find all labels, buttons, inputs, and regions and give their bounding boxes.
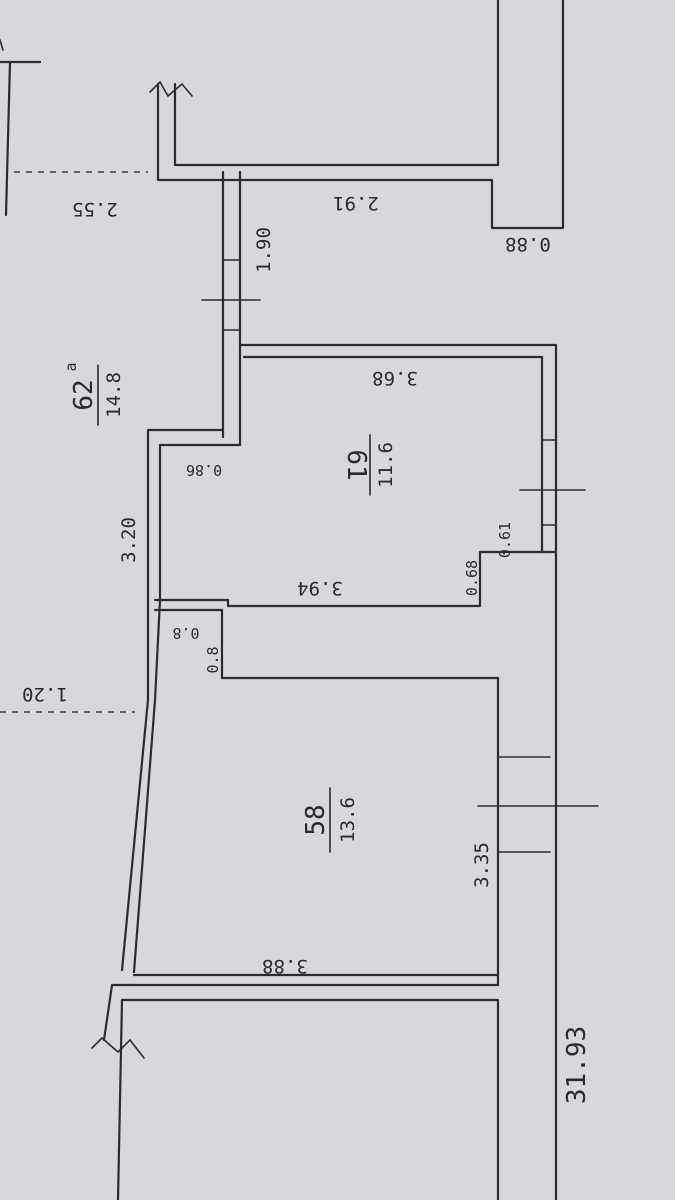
room-a-area-fraction: 62 a 14.8 [62,362,125,426]
label-dim-3-88: 3.88 [262,955,308,977]
label-dim-0-8-b: 0.8 [204,646,222,673]
room-58-subarea: 13.6 [337,797,359,843]
label-dim-3-94: 3.94 [297,577,343,599]
label-dim-3-35: 3.35 [471,842,493,888]
label-dim-3-20: 3.20 [118,517,140,563]
room-a-mark: a [62,362,80,371]
label-dim-0-8-a: 0.8 [172,624,199,642]
room-a-area: 62 [69,379,99,410]
partition-wall [153,598,230,608]
room-61-subarea: 11.6 [375,442,397,488]
top-left-fragment-vert [4,60,12,217]
walls [0,0,599,1200]
wall-top-right-block-outer [156,0,565,230]
label-dim-0-68: 0.68 [463,560,481,596]
label-dim-1-90: 1.90 [253,227,275,273]
room-a-subarea: 14.8 [103,372,125,418]
room-61-wall-outer [238,343,558,554]
top-left-dash-line [0,39,4,51]
bottom-block-inner [116,998,500,1200]
label-dim-0-86: 0.86 [186,461,222,479]
label-dim-3-68: 3.68 [372,367,418,389]
room-58-top-wall [220,676,500,987]
label-dim-2-91: 2.91 [333,192,379,214]
label-dim-1-20: 1.20 [22,683,68,705]
room-61-wall-inner [226,355,544,608]
wall-top-right-block [173,0,500,167]
label-dim-2-55: 2.55 [72,198,118,220]
room-61-area-fraction: 61 11.6 [341,434,397,496]
break-mark-top [149,80,193,98]
room-61-area: 61 [341,449,371,480]
label-dim-31-93: 31.93 [562,1026,592,1104]
room-58-area: 58 [301,804,331,835]
room-a-left-wall-outer [120,428,225,972]
bottom-block-outer [102,983,500,1042]
label-dim-0-61: 0.61 [496,522,514,558]
break-mark-bottom [91,1036,145,1059]
room-58-area-fraction: 58 13.6 [301,787,359,853]
labels: 0.88 2.91 2.55 3.68 0.86 3.94 0.61 0.8 1… [22,192,592,1104]
label-dim-0-88: 0.88 [505,233,551,255]
room-a-left-wall-inner [132,443,242,974]
